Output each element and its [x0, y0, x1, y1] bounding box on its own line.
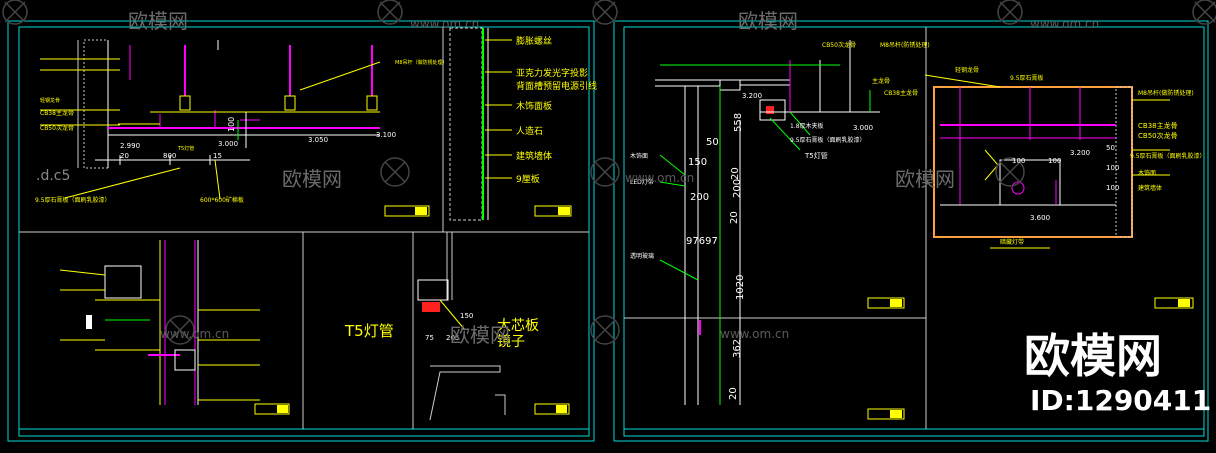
ceiling-label: T5灯管	[804, 151, 828, 160]
dim-label: 100	[1012, 157, 1025, 165]
note-label: CB50次龙骨	[40, 124, 74, 132]
left-sheet-labels: 2.990 3.000 3.050 3.100 20 800 15 100 60…	[35, 35, 597, 350]
wall-label: 背面槽预留电源引线	[516, 80, 597, 92]
ceiling-light-trough-detail	[655, 40, 905, 420]
left-sheet	[7, 20, 595, 442]
watermark-brand: 欧模网	[128, 9, 188, 33]
wall-label: 木饰面板	[516, 100, 552, 112]
watermark-brand: 欧模网	[738, 9, 798, 33]
dim-label: 200	[690, 192, 709, 203]
corner-label: 9.5厚石膏板	[1010, 74, 1044, 82]
dim-label: 3.600	[1030, 214, 1050, 222]
dim-label: 2.990	[120, 142, 140, 150]
corner-label: M8吊杆(做防锈处理)	[1138, 89, 1194, 97]
corner-label: 9.5厚石膏板（面刷乳胶漆）	[1130, 152, 1206, 160]
ceiling-label: 9.5厚石膏板（面刷乳胶漆）	[790, 136, 866, 144]
watermark-site: www.om.cn	[720, 327, 789, 341]
dim-label: 3.000	[218, 140, 238, 148]
wall-label: 建筑墙体	[516, 150, 552, 162]
dim-label: 205	[446, 334, 459, 342]
watermark-site: www.om.cn	[1030, 17, 1099, 31]
dim-label: 50	[706, 137, 719, 148]
dim-label: 200	[732, 179, 743, 198]
watermark-crosses	[2, 0, 1216, 345]
ceiling-label: 1.8厚木夹板	[790, 122, 824, 130]
note-label: T5灯管	[177, 145, 194, 152]
dim-label: 20	[728, 387, 739, 400]
corner-label: 轻钢龙骨	[955, 66, 979, 74]
dim-label: 100	[1048, 157, 1061, 165]
dim-label: 100	[227, 117, 236, 132]
mirror-label: T5灯管	[344, 322, 394, 340]
ceiling-label: CB38主龙骨	[884, 89, 918, 97]
dim-label: 20	[729, 211, 740, 224]
dim-label: 50	[1106, 144, 1115, 152]
dim-label: 3.200	[1070, 149, 1090, 157]
right-sheet-inner-border	[623, 26, 1205, 437]
dim-label: 362	[732, 339, 743, 358]
wall-label: 亚克力发光字投影	[516, 67, 588, 79]
note-label: CB38主龙骨	[40, 109, 74, 117]
mirror-label: 镜子	[497, 334, 525, 350]
corner-label: 木饰面	[1138, 169, 1156, 177]
wall-label: 9厘板	[516, 173, 540, 185]
watermark-brand-large: 欧模网	[1024, 329, 1162, 383]
title-stamp	[384, 205, 430, 217]
watermark-brand: 欧模网	[282, 167, 342, 191]
dim-label: 100	[1106, 164, 1119, 172]
note-label: 轻钢龙骨	[40, 97, 60, 104]
corner-label: CB50次龙骨	[1138, 131, 1178, 140]
dim-label: 20	[120, 152, 129, 160]
wall-label: 人造石	[516, 125, 543, 137]
mirror-label: 大芯板	[497, 318, 539, 334]
ceiling-label: LED灯带	[630, 178, 654, 186]
mirror-light-detail	[417, 232, 570, 421]
ceiling-section-detail-a	[40, 39, 430, 217]
dim-label: 3.200	[742, 92, 762, 100]
dim-label: 3.050	[308, 136, 328, 144]
watermark-site: www.om.cn	[410, 17, 479, 31]
dim-label: 800	[163, 152, 176, 160]
right-sheet	[613, 20, 1209, 442]
dim-label: 20	[730, 167, 741, 180]
detail-frame-orange	[933, 86, 1133, 238]
note-label: 9.5厚石膏板（面刷乳胶漆）	[35, 196, 111, 204]
wall-section-detail	[449, 27, 572, 221]
ceiling-label: 木饰面	[630, 152, 648, 160]
scale-label: .d.c5	[36, 168, 70, 184]
watermark-brand: 欧模网	[450, 323, 510, 347]
watermark-brand: 欧模网	[895, 167, 955, 191]
corner-label: 建筑墙体	[1138, 184, 1162, 192]
ceiling-label: 主龙骨	[872, 77, 890, 85]
dim-label: 1020	[735, 275, 746, 300]
left-sheet-outer-border	[7, 20, 595, 442]
dim-label: 150	[460, 312, 473, 320]
wall-hatch	[449, 27, 483, 221]
dim-label: 558	[733, 113, 744, 132]
corner-label: CB38主龙骨	[1138, 121, 1178, 130]
watermark-site: www.om.cn	[625, 171, 694, 185]
note-label: 600*600矿棉板	[200, 196, 244, 204]
ceiling-label: CB50次龙骨	[822, 41, 856, 49]
watermark-layer: 欧模网 www.om.cn 欧模网 www.om.cn 欧模网 欧模网 www.…	[128, 9, 1211, 417]
ceiling-label: M8吊杆(防锈处理)	[880, 41, 930, 49]
right-sheet-outer-border	[613, 20, 1209, 442]
dim-label: 3.000	[853, 124, 873, 132]
right-sheet-labels: CB50次龙骨 M8吊杆(防锈处理) 主龙骨 CB38主龙骨 1.8厚木夹板 9…	[630, 41, 1206, 400]
ceiling-label: 透明玻璃	[630, 252, 654, 260]
watermark-site: www.om.cn	[160, 327, 229, 341]
dim-label: 97697	[686, 236, 718, 247]
wall-label: 膨胀螺丝	[516, 35, 552, 47]
corner-label: 暗藏灯带	[1000, 238, 1024, 246]
ceiling-section-detail-b	[59, 240, 290, 415]
dim-label: 150	[688, 157, 707, 168]
dim-label: 75	[425, 334, 434, 342]
dim-label: 100	[1106, 184, 1119, 192]
dim-label: 15	[213, 152, 222, 160]
dim-label: 3.100	[376, 131, 396, 139]
watermark-id: ID:1290411	[1030, 384, 1211, 417]
note-label: M8吊杆（做防锈处理）	[395, 59, 448, 66]
